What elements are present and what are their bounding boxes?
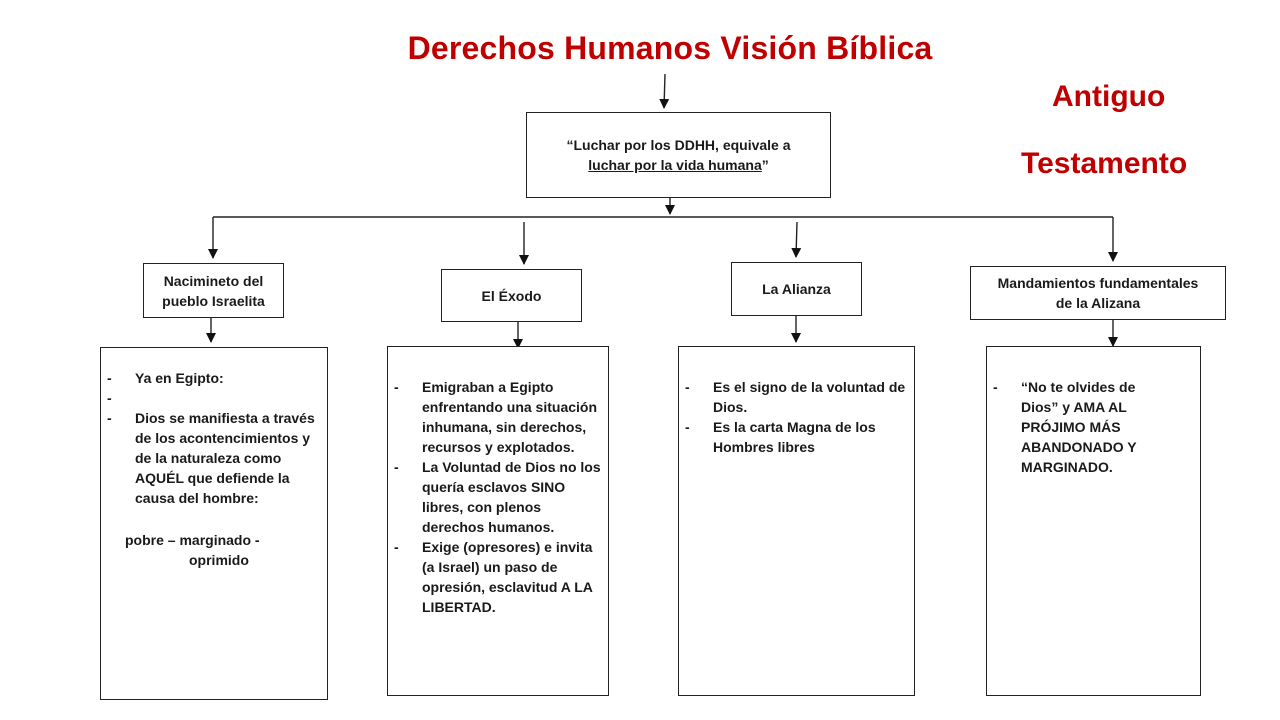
page-title: Derechos Humanos Visión Bíblica bbox=[407, 30, 933, 66]
list-item: Exige (opresores) e invita (a Israel) un… bbox=[388, 537, 602, 617]
category-alianza-label: La Alianza bbox=[762, 281, 831, 297]
category-mandamientos-line1: Mandamientos fundamentales bbox=[997, 275, 1199, 291]
details-nacimiento: Ya en Egipto: Dios se manifiesta a travé… bbox=[100, 347, 328, 700]
list-item: Es el signo de la voluntad de Dios. bbox=[679, 377, 908, 417]
details-nacimiento-list: Ya en Egipto: Dios se manifiesta a travé… bbox=[101, 368, 319, 508]
side-title-line1: Antiguo bbox=[1052, 80, 1166, 113]
quote-line1: “Luchar por los DDHH, equivale a bbox=[566, 137, 791, 153]
details-alianza: Es el signo de la voluntad de Dios. Es l… bbox=[678, 346, 915, 696]
details-exodo: Emigraban a Egipto enfrentando una situa… bbox=[387, 346, 609, 696]
list-item: La Voluntad de Dios no los quería esclav… bbox=[388, 457, 602, 537]
details-mandamientos-list: “No te olvides de Dios” y AMA AL PRÓJIMO… bbox=[987, 377, 1160, 477]
quote-box: “Luchar por los DDHH, equivale a luchar … bbox=[526, 112, 831, 198]
quote-close: ” bbox=[761, 157, 769, 173]
list-spacer bbox=[101, 388, 319, 408]
category-nacimiento-line1: Nacimineto del bbox=[163, 272, 264, 289]
category-exodo: El Éxodo bbox=[441, 269, 582, 322]
arrow-title-to-quote bbox=[659, 73, 670, 109]
details-nacimiento-tail2: oprimido bbox=[189, 552, 249, 568]
category-nacimiento: Nacimineto del pueblo Israelita bbox=[143, 263, 284, 318]
details-mandamientos: “No te olvides de Dios” y AMA AL PRÓJIMO… bbox=[986, 346, 1201, 696]
quote-line2: luchar por la vida humana” bbox=[566, 155, 790, 175]
details-exodo-list: Emigraban a Egipto enfrentando una situa… bbox=[388, 377, 602, 617]
category-mandamientos-line2: de la Alizana bbox=[1055, 295, 1141, 311]
details-nacimiento-tail1: pobre – marginado - bbox=[125, 532, 260, 548]
list-item: Dios se manifiesta a través de los acont… bbox=[101, 408, 319, 508]
list-item: Ya en Egipto: bbox=[101, 368, 319, 388]
category-nacimiento-line2: pueblo Israelita bbox=[162, 292, 265, 309]
arrow-branch-to-alianza bbox=[791, 221, 802, 258]
category-alianza: La Alianza bbox=[731, 262, 862, 316]
category-exodo-label: El Éxodo bbox=[481, 287, 542, 304]
side-title-line2: Testamento bbox=[1021, 147, 1188, 180]
list-item: Emigraban a Egipto enfrentando una situa… bbox=[388, 377, 602, 457]
list-item: “No te olvides de Dios” y AMA AL PRÓJIMO… bbox=[987, 377, 1160, 477]
category-mandamientos: Mandamientos fundamentales de la Alizana bbox=[970, 266, 1226, 320]
list-item: Es la carta Magna de los Hombres libres bbox=[679, 417, 908, 457]
details-alianza-list: Es el signo de la voluntad de Dios. Es l… bbox=[679, 377, 908, 457]
quote-underlined: luchar por la vida humana bbox=[588, 157, 762, 173]
